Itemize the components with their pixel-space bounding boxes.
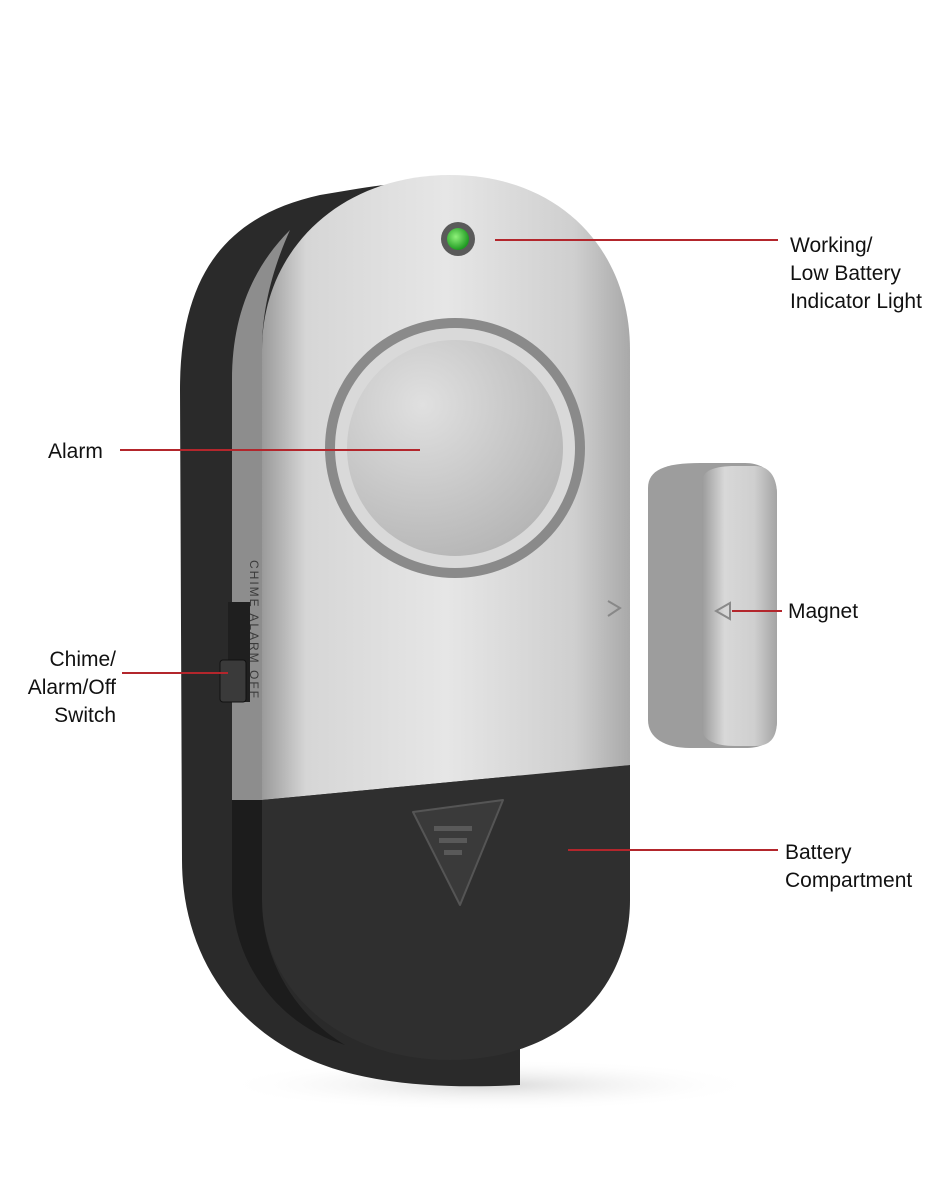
callout-switch: Chime/ Alarm/Off Switch <box>0 646 116 730</box>
tab-groove <box>434 826 472 831</box>
callout-working-line3: Indicator Light <box>790 290 922 313</box>
callout-working-line2: Low Battery <box>790 262 901 285</box>
callout-switch-line3: Switch <box>54 704 116 727</box>
callout-battery-line1: Battery <box>785 841 852 864</box>
callout-battery-line2: Compartment <box>785 869 913 892</box>
switch-text: CHIME ALARM OFF <box>247 560 261 700</box>
callout-lines <box>120 239 782 851</box>
callout-battery: Battery Compartment <box>785 839 912 895</box>
tab-groove <box>439 838 467 843</box>
tab-groove <box>444 850 462 855</box>
magnet-unit <box>648 463 777 748</box>
callout-magnet: Magnet <box>788 600 859 623</box>
callout-switch-line2: Alarm/Off <box>27 676 116 699</box>
battery-cover-side <box>232 800 345 1045</box>
alarm-button <box>347 340 563 556</box>
magnet-body[interactable] <box>702 466 777 746</box>
magnet-arrow-icon <box>713 601 731 621</box>
callout-switch-line1: Chime/ <box>49 648 116 671</box>
led-icon <box>447 228 469 250</box>
battery-cover <box>262 765 630 1060</box>
alignment-arrow-icon <box>607 600 622 617</box>
callout-working-light: Working/ Low Battery Indicator Light <box>790 232 922 316</box>
callout-alarm: Alarm <box>48 440 103 463</box>
callout-working-line1: Working/ <box>790 234 873 257</box>
alarm-unit: CHIME ALARM OFF <box>180 175 630 1087</box>
switch-knob[interactable] <box>219 659 247 703</box>
